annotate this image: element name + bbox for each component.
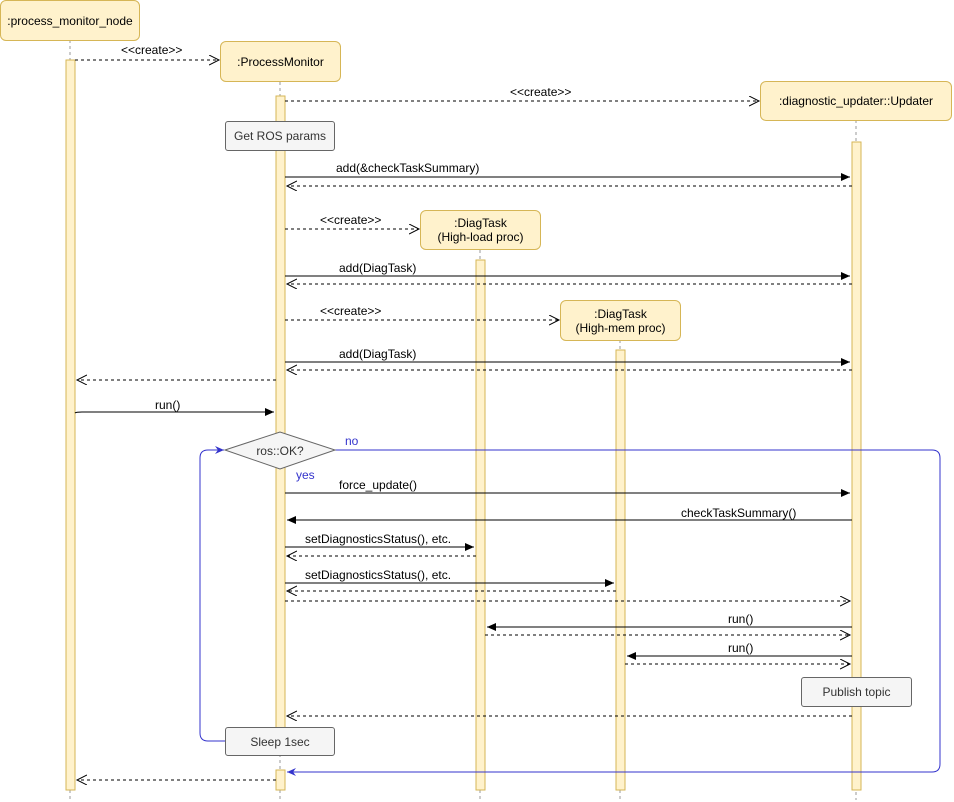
condition-yes-label: yes (296, 468, 315, 482)
loop-back-arrow (199, 446, 225, 742)
activation-updater (851, 141, 862, 791)
participant-diagtask-mem: :DiagTask (High-mem proc) (560, 300, 681, 341)
label-run-mem: run() (728, 641, 754, 655)
messages (74, 60, 852, 780)
msg-run-monitor (74, 408, 274, 416)
loop-no-arrow (287, 449, 941, 776)
activation-node (65, 59, 76, 791)
activation-monitor (275, 95, 286, 747)
label-create-updater: <<create>> (510, 85, 572, 99)
participant-updater: :diagnostic_updater::Updater (760, 81, 952, 121)
activation-monitor-end (275, 769, 286, 791)
condition-no-label: no (345, 434, 359, 448)
participant-process-monitor-node: :process_monitor_node (0, 0, 140, 41)
note-get-ros-params: Get ROS params (225, 121, 335, 151)
note-publish-topic: Publish topic (801, 677, 912, 707)
label-add-diag-load: add(DiagTask) (339, 261, 417, 275)
label-set-status-mem: setDiagnosticsStatus(), etc. (305, 568, 452, 582)
loop-frame (199, 446, 941, 776)
participant-process-monitor: :ProcessMonitor (220, 41, 341, 82)
lifelines (69, 40, 857, 800)
label-create-diag-mem: <<create>> (320, 304, 382, 318)
label-run-monitor: run() (155, 398, 181, 412)
label-set-status-load: setDiagnosticsStatus(), etc. (305, 532, 452, 546)
label-run-load: run() (728, 612, 754, 626)
label-add-diag-mem: add(DiagTask) (339, 347, 417, 361)
activation-diag-load (475, 259, 486, 791)
activation-diag-mem (615, 349, 626, 791)
label-add-summary: add(&checkTaskSummary) (336, 161, 480, 175)
condition-diamond (223, 431, 337, 470)
condition-label: ros::OK? (256, 444, 304, 458)
note-sleep: Sleep 1sec (225, 727, 335, 756)
label-force-update: force_update() (339, 478, 418, 492)
label-check-summary: checkTaskSummary() (681, 506, 797, 520)
participant-diagtask-load: :DiagTask (High-load proc) (420, 210, 541, 250)
label-create-diag-load: <<create>> (320, 213, 382, 227)
label-create-monitor: <<create>> (121, 43, 183, 57)
